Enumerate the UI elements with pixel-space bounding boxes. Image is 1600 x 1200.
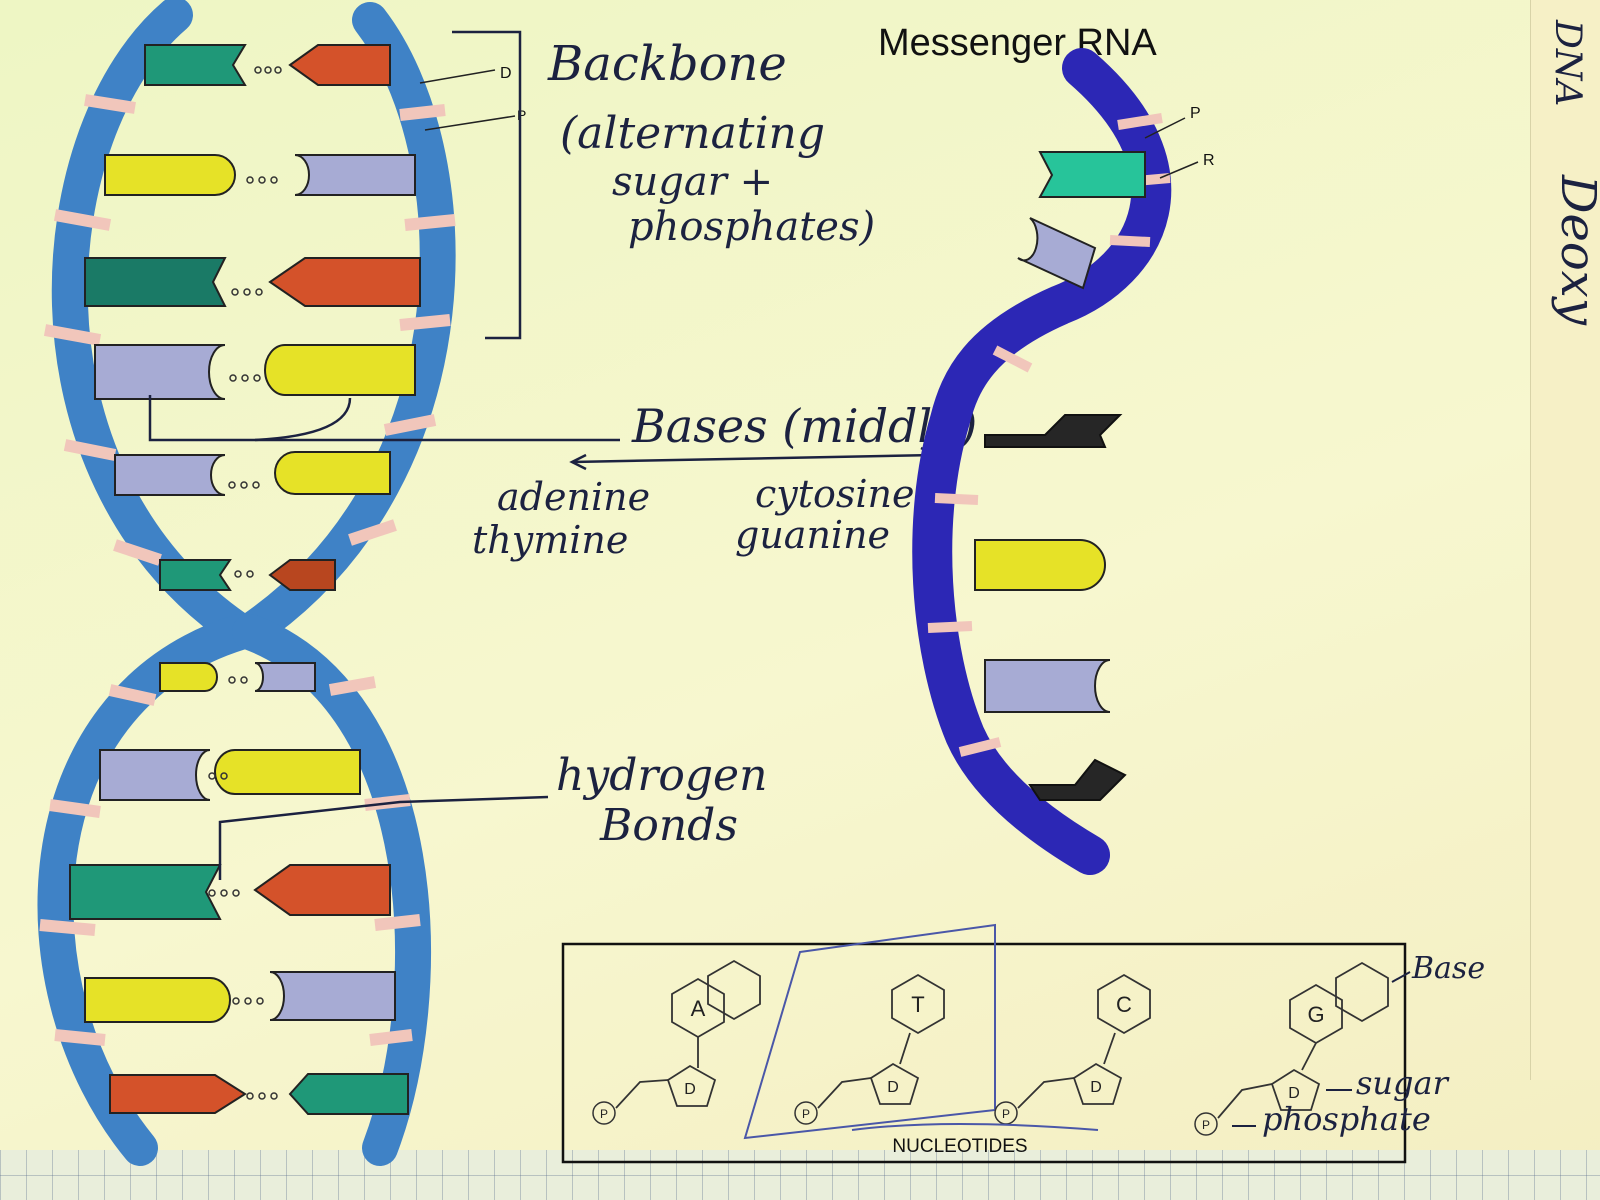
nucleotide-phosphate-letter: P bbox=[1002, 1107, 1010, 1121]
bases-heading: Bases (middle) bbox=[631, 399, 977, 453]
mrna-title: Messenger RNA bbox=[878, 22, 1157, 64]
annotation-sugar: sugar bbox=[1356, 1064, 1450, 1102]
nucleotide-phosphate-letter: P bbox=[802, 1107, 810, 1121]
nucleotides-caption: NUCLEOTIDES bbox=[892, 1136, 1027, 1157]
dna-backbone-right-upper bbox=[237, 2, 456, 646]
edge-text-deoxy: Deoxy bbox=[1550, 174, 1600, 326]
mrna-base-dark bbox=[1028, 758, 1127, 801]
edge-text-dna: DNA bbox=[1547, 19, 1588, 106]
mrna-base-dark bbox=[984, 414, 1123, 448]
base-green bbox=[159, 559, 232, 591]
hydrogen-bond-dots bbox=[208, 66, 282, 1100]
mrna-marker-r: R bbox=[1203, 152, 1215, 169]
nucleotide-base-letter: C bbox=[1116, 992, 1132, 1017]
backbone-label-phosphates: phosphates) bbox=[628, 204, 875, 250]
base-yellow bbox=[274, 451, 391, 495]
base-name-thymine: thymine bbox=[472, 518, 628, 562]
nucleotide-a: A D P bbox=[592, 959, 761, 1125]
nucleotide-sugar-letter: D bbox=[887, 1079, 899, 1096]
base-yellow bbox=[159, 662, 218, 692]
mrna-base-yellow bbox=[974, 539, 1106, 591]
hydrogen-bonds-annotation: hydrogen Bonds bbox=[218, 750, 767, 880]
nucleotide-sugar-letter: D bbox=[684, 1081, 696, 1098]
backbone-label: Backbone bbox=[547, 36, 787, 92]
backbone-label-sugar: sugar + bbox=[612, 159, 773, 205]
dna-backbone-left-upper bbox=[51, 0, 253, 646]
base-orange bbox=[268, 257, 421, 307]
mrna-base-lavender bbox=[1017, 217, 1097, 290]
marker-p: P bbox=[517, 107, 526, 123]
base-yellow bbox=[264, 344, 416, 396]
dna-backbone-markers: D P bbox=[419, 65, 526, 131]
base-lavender bbox=[254, 662, 316, 692]
mrna-strand bbox=[912, 48, 1172, 875]
base-orange bbox=[253, 864, 391, 916]
backbone-annotation: Backbone (alternating sugar + phosphates… bbox=[452, 30, 875, 340]
nucleotide-g: G D P bbox=[1194, 961, 1389, 1136]
base-name-guanine: guanine bbox=[735, 513, 890, 557]
base-orange bbox=[288, 44, 391, 86]
dna-backbone-left-lower bbox=[37, 614, 258, 1166]
nucleotide-phosphate-letter: P bbox=[1202, 1118, 1210, 1132]
base-orange bbox=[109, 1074, 247, 1114]
adjacent-page-edge bbox=[1530, 0, 1600, 1080]
base-lavender bbox=[94, 344, 226, 400]
mrna-markers: P R bbox=[1144, 105, 1215, 179]
mrna-marker-p: P bbox=[1190, 105, 1201, 122]
bonds-label: Bonds bbox=[599, 800, 738, 851]
dna-backbone-segments bbox=[39, 94, 456, 1046]
base-lavender bbox=[114, 454, 226, 496]
base-green bbox=[84, 257, 227, 307]
hydrogen-label: hydrogen bbox=[556, 750, 767, 801]
backbone-label-alternating: (alternating bbox=[560, 108, 825, 159]
graph-paper-strip bbox=[0, 1150, 1600, 1200]
mrna-backbone bbox=[912, 48, 1172, 875]
base-yellow bbox=[84, 977, 231, 1023]
base-orange bbox=[268, 559, 336, 591]
annotation-phosphate: phosphate bbox=[1262, 1100, 1431, 1138]
nucleotide-phosphate-letter: P bbox=[600, 1107, 608, 1121]
dna-base-pairs-upper bbox=[84, 44, 421, 591]
dna-base-pairs-lower bbox=[69, 662, 409, 1115]
dna-double-helix bbox=[37, 0, 456, 1166]
base-yellow bbox=[104, 154, 236, 196]
base-green bbox=[144, 44, 247, 86]
base-lavender bbox=[99, 749, 211, 801]
base-green bbox=[288, 1073, 409, 1115]
base-name-adenine: adenine bbox=[497, 475, 650, 519]
base-name-cytosine: cytosine bbox=[755, 472, 915, 516]
nucleotide-base-letter: G bbox=[1307, 1002, 1324, 1027]
nucleotides-panel: A D P T D P C D P bbox=[561, 923, 1485, 1164]
mrna-base-teal bbox=[1038, 151, 1146, 198]
nucleotide-t: T D P bbox=[794, 973, 945, 1125]
base-lavender bbox=[269, 971, 396, 1021]
base-lavender bbox=[294, 154, 416, 196]
nucleotide-base-letter: T bbox=[911, 992, 924, 1017]
mrna-base-lavender bbox=[984, 659, 1111, 713]
nucleotide-c: C D P bbox=[994, 973, 1151, 1125]
base-green bbox=[69, 864, 222, 920]
base-yellow bbox=[214, 749, 361, 795]
bases-annotation: Bases (middle) adenine thymine cytosine … bbox=[148, 395, 977, 562]
annotation-base: Base bbox=[1411, 951, 1485, 986]
nucleotide-base-letter: A bbox=[691, 996, 706, 1021]
nucleotide-sugar-letter: D bbox=[1090, 1079, 1102, 1096]
marker-d: D bbox=[500, 65, 512, 82]
nucleotide-sugar-letter: D bbox=[1288, 1085, 1300, 1102]
